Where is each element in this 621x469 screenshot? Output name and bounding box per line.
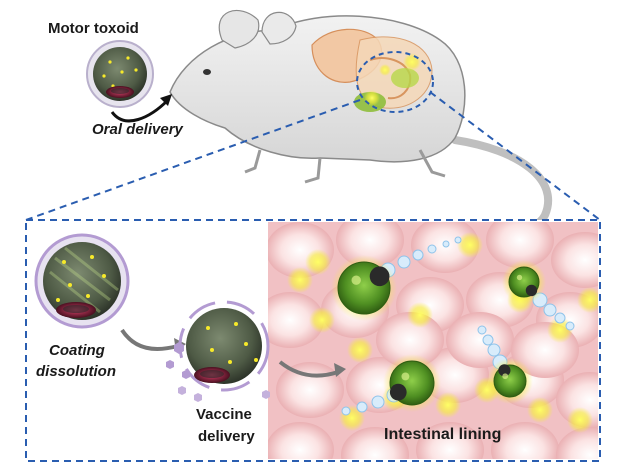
coated-motor: [34, 233, 130, 329]
tissue-cell: [376, 312, 444, 368]
antigen-glow: [577, 287, 598, 313]
mouse-illustration: [169, 10, 553, 244]
tissue-cell: [268, 292, 324, 348]
tissue-cell: [341, 427, 409, 459]
motor-opening: [369, 266, 390, 287]
intestinal-tissue: [268, 222, 598, 459]
coating-dissolution-label-line2: dissolution: [36, 363, 116, 380]
bubble: [412, 249, 424, 261]
motor-highlight: [351, 275, 361, 285]
delivery-arrowhead: [334, 363, 346, 377]
tissue-cell: [491, 422, 559, 459]
bubble: [454, 236, 462, 244]
motor-highlight: [401, 372, 410, 381]
antigen-glow: [287, 267, 313, 293]
zoom-circle: [356, 51, 434, 113]
motor-highlight: [516, 274, 523, 281]
dissolving-motor: [166, 300, 270, 402]
micromotor-in-tissue: [502, 260, 575, 331]
bubble: [356, 401, 368, 413]
tissue-cell: [416, 422, 484, 459]
antigen-glow: [527, 397, 553, 423]
antigen-glow: [567, 407, 593, 433]
motor-toxoid-particle: [86, 40, 154, 108]
bubble: [554, 312, 566, 324]
tissue-cell: [411, 222, 479, 273]
oral-delivery-label: Oral delivery: [92, 121, 183, 138]
vaccine-delivery-label-line2: delivery: [198, 428, 255, 445]
bubble: [442, 240, 450, 248]
bubble: [482, 334, 494, 346]
tissue-cell: [486, 222, 554, 268]
antigen-glow: [305, 249, 331, 275]
motor-opening: [525, 284, 538, 297]
bubble: [543, 303, 557, 317]
tissue-cell: [551, 232, 598, 288]
vaccine-delivery-label-line1: Vaccine: [196, 406, 252, 423]
tissue-cell: [276, 362, 344, 418]
coating-dissolution-label-line1: Coating: [49, 342, 105, 359]
bubble: [565, 321, 575, 331]
micromotor-in-tissue: [477, 325, 533, 404]
tissue-cell: [556, 427, 598, 459]
bubble: [371, 395, 385, 409]
delivery-arrow: [278, 360, 339, 378]
bubble: [427, 244, 437, 254]
antigen-glow: [435, 392, 461, 418]
tissue-cell: [336, 222, 404, 268]
callout-line-left: [25, 99, 361, 221]
intestinal-lining-label: Intestinal lining: [384, 426, 502, 443]
bubble: [487, 343, 501, 357]
micromotor-in-tissue: [341, 354, 441, 416]
antigen-glow: [407, 302, 433, 328]
micromotor-in-tissue: [331, 236, 462, 321]
bubble: [397, 255, 411, 269]
motor-toxoid-label: Motor toxoid: [48, 20, 139, 37]
oral-delivery-arrowhead: [160, 94, 172, 106]
bubble: [477, 325, 487, 335]
motor-opening: [389, 383, 407, 401]
dissolution-arrow: [120, 328, 179, 351]
motor-opening: [498, 364, 511, 377]
antigen-glow: [347, 337, 373, 363]
motor-highlight: [502, 373, 509, 380]
oral-delivery-arrow: [110, 98, 170, 123]
bubble: [341, 406, 351, 416]
antigen-glow: [309, 307, 335, 333]
tissue-cell: [268, 422, 334, 459]
antigen-glow: [457, 232, 483, 258]
